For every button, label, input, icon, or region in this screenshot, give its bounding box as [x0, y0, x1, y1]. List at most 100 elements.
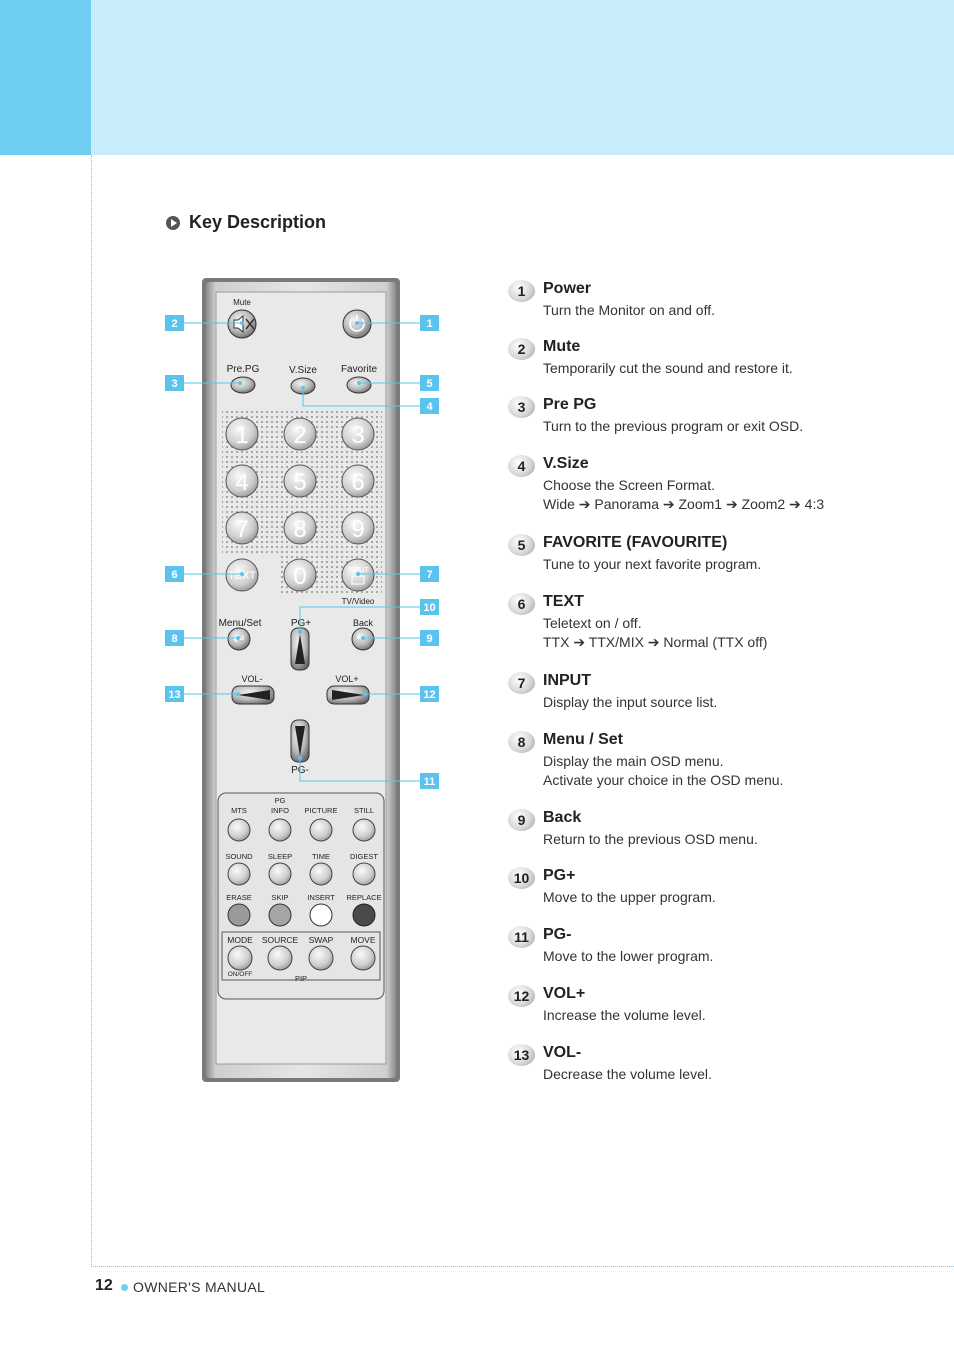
pip-move-button[interactable] — [350, 945, 376, 971]
digit-button[interactable] — [341, 417, 375, 451]
key-desc-line: Decrease the volume level. — [543, 1066, 712, 1082]
key-number-badge: 10 — [508, 867, 535, 889]
key-desc: Display the input source list. — [543, 693, 717, 712]
footer-line — [91, 1266, 954, 1267]
skip-button[interactable] — [268, 903, 292, 927]
source-label: SOURCE — [262, 935, 299, 945]
key-desc-line: Teletext on / off. — [543, 615, 642, 631]
sleep-label: SLEEP — [268, 852, 292, 861]
callout-number: 2 — [171, 318, 177, 330]
callout-number: 13 — [168, 689, 180, 701]
digit-button[interactable] — [283, 417, 317, 451]
key-desc: Display the main OSD menu. Activate your… — [543, 752, 783, 790]
callout-badges: 2 3 6 8 13 1 5 4 7 10 9 12 11 — [165, 315, 439, 789]
digit-button[interactable] — [341, 464, 375, 498]
pip-source-button[interactable] — [267, 945, 293, 971]
callout-badge — [420, 375, 439, 391]
arrow-up-icon — [295, 634, 305, 664]
menu-set-label: Menu/Set — [219, 618, 262, 629]
key-desc-line: Display the main OSD menu. — [543, 753, 724, 769]
digit-label: 3 — [351, 422, 364, 449]
key-desc: Decrease the volume level. — [543, 1065, 712, 1084]
digit-button[interactable] — [283, 464, 317, 498]
key-name: Power — [543, 280, 592, 297]
header-band-left — [0, 0, 91, 155]
move-label: MOVE — [350, 935, 375, 945]
teletext-keys: MTS PG INFO PICTURE STILL SOUND SLEEP TI… — [221, 796, 382, 983]
key-desc-line: TTX ➔ TTX/MIX ➔ Normal (TTX off) — [543, 634, 768, 650]
margin-line — [91, 155, 92, 1265]
insert-button[interactable] — [309, 903, 333, 927]
key-desc-line: Activate your choice in the OSD menu. — [543, 772, 784, 788]
callout-badge — [420, 398, 439, 414]
callout-badge — [420, 686, 439, 702]
still-button[interactable] — [352, 818, 376, 842]
callout-number: 6 — [171, 569, 177, 581]
key-name: VOL+ — [543, 985, 586, 1002]
key-desc-line: Wide ➔ Panorama ➔ Zoom1 ➔ Zoom2 ➔ 4:3 — [543, 496, 825, 512]
key-number-badge: 12 — [508, 985, 535, 1007]
still-label: STILL — [354, 806, 374, 815]
digit-label: 1 — [235, 422, 248, 449]
digit-button[interactable] — [283, 511, 317, 545]
key-desc-line: Turn the Monitor on and off. — [543, 302, 715, 318]
callout-number: 5 — [426, 378, 432, 390]
sound-button[interactable] — [227, 862, 251, 886]
callout-badge — [420, 599, 439, 615]
number-pad: 1 2 3 4 5 6 7 8 9 0 — [225, 417, 375, 592]
page-number: 12 — [95, 1277, 113, 1294]
callout-number: 7 — [426, 569, 432, 581]
callout-number: 1 — [426, 318, 432, 330]
time-button[interactable] — [309, 862, 333, 886]
section-title-text: Key Description — [189, 212, 327, 232]
key-desc: Move to the lower program. — [543, 947, 713, 966]
pg-info-label: PG — [275, 796, 286, 805]
digest-button[interactable] — [352, 862, 376, 886]
digit-label: 4 — [235, 469, 248, 496]
pg-info-button[interactable] — [268, 818, 292, 842]
skip-label: SKIP — [271, 893, 288, 902]
pip-swap-button[interactable] — [308, 945, 334, 971]
replace-label: REPLACE — [346, 893, 381, 902]
key-name: FAVORITE (FAVOURITE) — [543, 534, 728, 551]
key-name: Menu / Set — [543, 731, 624, 748]
key-name: Back — [543, 809, 582, 826]
input-button-label: INPUT — [348, 567, 370, 574]
digit-button[interactable] — [225, 464, 259, 498]
digit-button[interactable] — [341, 511, 375, 545]
arrow-right-icon — [332, 690, 364, 700]
pg-info-label: INFO — [271, 806, 289, 815]
digit-button[interactable] — [283, 558, 317, 592]
remote-control-illustration: Mute Pre.PG V.Size Favorite 1 2 3 4 5 6 … — [165, 278, 439, 1082]
digit-label: 6 — [351, 469, 364, 496]
mts-button[interactable] — [227, 818, 251, 842]
sound-label: SOUND — [225, 852, 253, 861]
key-name: Mute — [543, 338, 581, 355]
key-desc-line: Tune to your next favorite program. — [543, 556, 762, 572]
key-desc-line: Temporarily cut the sound and restore it… — [543, 360, 793, 376]
digit-button[interactable] — [225, 511, 259, 545]
pre-pg-button[interactable] — [230, 376, 256, 394]
callout-badge — [165, 686, 184, 702]
pg-plus-label: PG+ — [291, 618, 311, 629]
time-label: TIME — [312, 852, 330, 861]
key-number-badge: 2 — [508, 338, 535, 360]
callout-number: 8 — [171, 633, 177, 645]
key-name: TEXT — [543, 593, 584, 610]
digit-button[interactable] — [225, 417, 259, 451]
callout-badge — [165, 630, 184, 646]
mts-label: MTS — [231, 806, 247, 815]
callout-badge — [420, 630, 439, 646]
section-title: Key Description — [166, 212, 326, 233]
key-desc-line: Turn to the previous program or exit OSD… — [543, 418, 804, 434]
callout-dots — [236, 321, 367, 760]
pip-label: PIP — [295, 974, 307, 983]
callout-lines — [184, 322, 420, 782]
pip-mode-button[interactable] — [227, 945, 253, 971]
callout-number: 12 — [423, 689, 435, 701]
picture-button[interactable] — [309, 818, 333, 842]
sleep-button[interactable] — [268, 862, 292, 886]
replace-button[interactable] — [352, 903, 376, 927]
erase-button[interactable] — [227, 903, 251, 927]
key-name: VOL- — [543, 1044, 582, 1061]
